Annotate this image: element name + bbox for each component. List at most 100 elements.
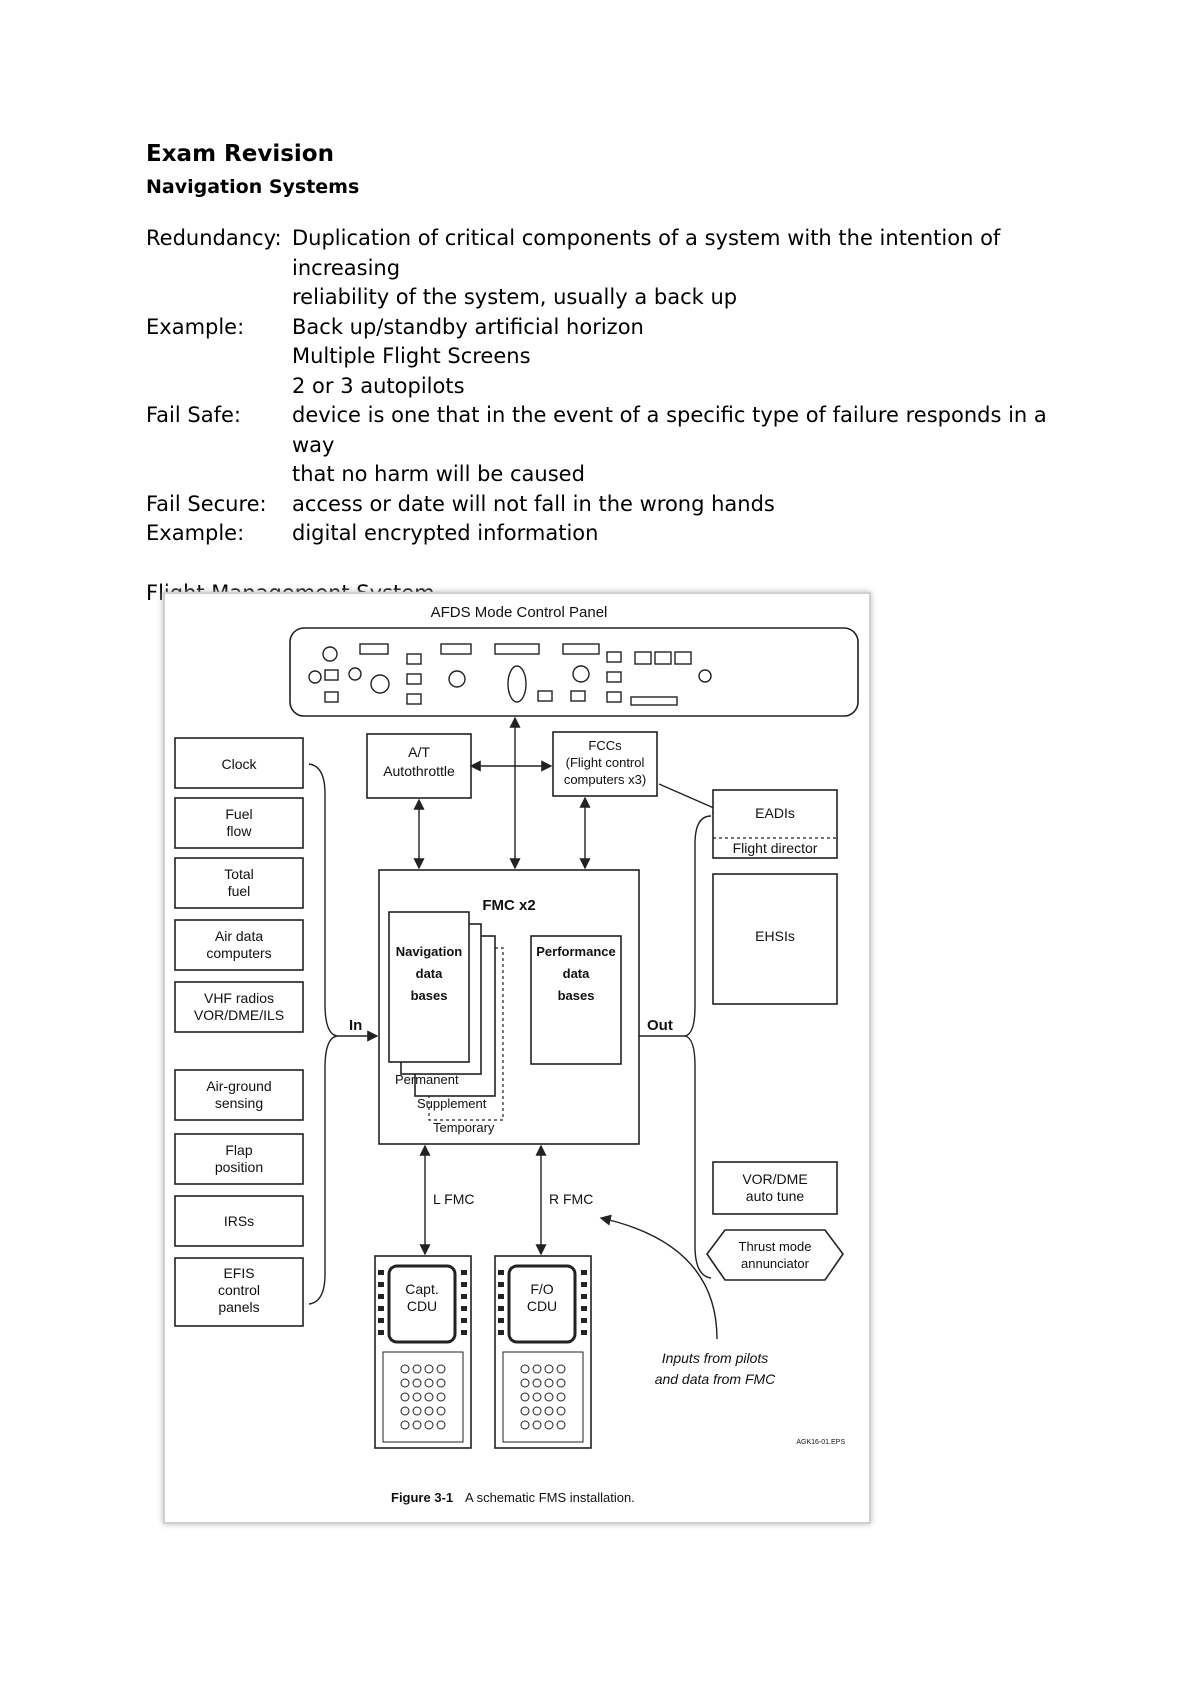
capt-cdu-screen	[387, 1264, 457, 1344]
fccs-label: computers x3)	[564, 772, 646, 787]
supplement-label: Supplement	[417, 1096, 487, 1111]
eadis-label: EADIs	[755, 805, 795, 821]
definition-line: that no harm will be caused	[292, 462, 585, 486]
flight-director-label: Flight director	[733, 840, 818, 856]
definition-line: access or date will not fall in the wron…	[292, 491, 775, 516]
perf-db-label: bases	[558, 988, 595, 1003]
definition-text: access or date will not fall in the wron…	[292, 490, 1086, 520]
eadis-box	[712, 789, 838, 859]
definition-row: Redundancy: Duplication of critical comp…	[146, 224, 1086, 313]
fms-diagram: AFDS Mode Control Panel Clock Fuel flow	[174, 604, 859, 1505]
mode-control-panel	[289, 627, 859, 717]
input-box-irss	[174, 1195, 304, 1247]
input-label: computers	[206, 945, 271, 961]
definition-term: Redundancy:	[146, 226, 282, 250]
document-title: Exam Revision	[146, 141, 334, 167]
input-label: Total	[224, 866, 254, 882]
capt-cdu: Capt. CDU	[374, 1255, 472, 1449]
definition-text: Back up/standby artificial horizon Multi…	[292, 313, 1086, 402]
input-label: sensing	[215, 1095, 263, 1111]
input-label: VHF radios	[204, 990, 274, 1006]
figure-code: AGK16-01.EPS	[796, 1439, 845, 1446]
vor-dme-label: auto tune	[746, 1188, 805, 1204]
nav-db-label: data	[416, 966, 444, 981]
fo-cdu-keys	[498, 1270, 587, 1335]
capt-cdu-keypad	[382, 1351, 464, 1443]
ehsis-label: EHSIs	[755, 928, 795, 944]
definition-row: Example: digital encrypted information	[146, 519, 1086, 549]
definition-row: Example: Back up/standby artificial hori…	[146, 313, 1086, 402]
document-subtitle: Navigation Systems	[146, 175, 360, 198]
permanent-label: Permanent	[395, 1072, 459, 1087]
fo-cdu-label: CDU	[527, 1298, 557, 1314]
capt-cdu-keys	[378, 1270, 467, 1335]
definition-term: Fail Safe:	[146, 403, 241, 427]
input-label: fuel	[228, 883, 251, 899]
caption-text: A schematic FMS installation.	[465, 1490, 635, 1505]
input-label: panels	[218, 1299, 259, 1315]
pilot-note-label: Inputs from pilots	[662, 1350, 769, 1366]
input-box-total-fuel	[174, 857, 304, 909]
vor-dme-label: VOR/DME	[742, 1171, 807, 1187]
definition-text: Duplication of critical components of a …	[292, 224, 1086, 313]
fccs-box	[552, 731, 658, 797]
input-label: VOR/DME/ILS	[194, 1007, 284, 1023]
fms-diagram-figure: AFDS Mode Control Panel Clock Fuel flow	[163, 592, 871, 1524]
input-label: Air-ground	[206, 1078, 271, 1094]
input-label: Flap	[225, 1142, 252, 1158]
panel-controls	[308, 643, 712, 706]
input-label: flow	[227, 823, 253, 839]
autothrottle-box	[366, 733, 472, 799]
in-label: In	[349, 1017, 362, 1034]
input-label: EFIS	[223, 1265, 254, 1281]
input-label: Clock	[221, 756, 257, 772]
r-fmc-label: R FMC	[549, 1191, 593, 1207]
autothrottle-label: A/T	[408, 744, 430, 760]
capt-cdu-label: Capt.	[405, 1281, 438, 1297]
definition-term: Fail Secure:	[146, 491, 267, 516]
vor-dme-box	[712, 1161, 838, 1215]
document-body: Exam Revision Navigation Systems Redunda…	[146, 140, 1086, 608]
autothrottle-label: Autothrottle	[383, 763, 455, 779]
thrust-mode-label: Thrust mode	[739, 1239, 812, 1254]
fccs-label: (Flight control	[566, 755, 645, 770]
definition-row: Fail Secure: access or date will not fal…	[146, 490, 1086, 520]
fo-cdu-label: F/O	[530, 1281, 553, 1297]
input-box-clock	[174, 737, 304, 789]
definition-line: Back up/standby artificial horizon	[292, 314, 644, 339]
input-bracket	[308, 763, 338, 1305]
input-label: Air data	[215, 928, 263, 944]
capt-cdu-label: CDU	[407, 1298, 437, 1314]
input-box-flap-position	[174, 1133, 304, 1185]
definition-line: Multiple Flight Screens	[292, 344, 531, 368]
fo-cdu: F/O CDU	[494, 1255, 592, 1449]
output-bracket	[684, 815, 712, 1279]
l-fmc-label: L FMC	[433, 1191, 474, 1207]
pilot-note-arrow	[599, 1214, 718, 1340]
fmc-title: FMC x2	[482, 897, 535, 914]
fccs-label: FCCs	[588, 738, 622, 753]
nav-db-label: Navigation	[396, 944, 463, 959]
fo-cdu-keypad	[502, 1351, 584, 1443]
perf-db-label: Performance	[536, 944, 615, 959]
performance-database-box	[530, 935, 622, 1065]
definition-line: Duplication of critical components of a …	[292, 226, 1001, 280]
input-label: control	[218, 1282, 260, 1298]
panel-title: AFDS Mode Control Panel	[431, 604, 608, 621]
definition-row: Fail Safe: device is one that in the eve…	[146, 401, 1086, 490]
nav-db-label: bases	[411, 988, 448, 1003]
input-box-air-ground	[174, 1069, 304, 1121]
temporary-label: Temporary	[433, 1120, 495, 1135]
definition-line: 2 or 3 autopilots	[292, 373, 465, 398]
definition-line: reliability of the system, usually a bac…	[292, 285, 738, 309]
definition-term: Example:	[146, 314, 245, 339]
ehsis-box	[712, 873, 838, 1005]
input-box-air-data	[174, 919, 304, 971]
definition-text: device is one that in the event of a spe…	[292, 401, 1086, 490]
definition-line: digital encrypted information	[292, 521, 599, 545]
input-label: IRSs	[224, 1213, 254, 1229]
definition-term: Example:	[146, 521, 245, 545]
thrust-mode-box	[706, 1229, 844, 1281]
definition-text: digital encrypted information	[292, 519, 1086, 549]
fo-cdu-screen	[507, 1264, 577, 1344]
